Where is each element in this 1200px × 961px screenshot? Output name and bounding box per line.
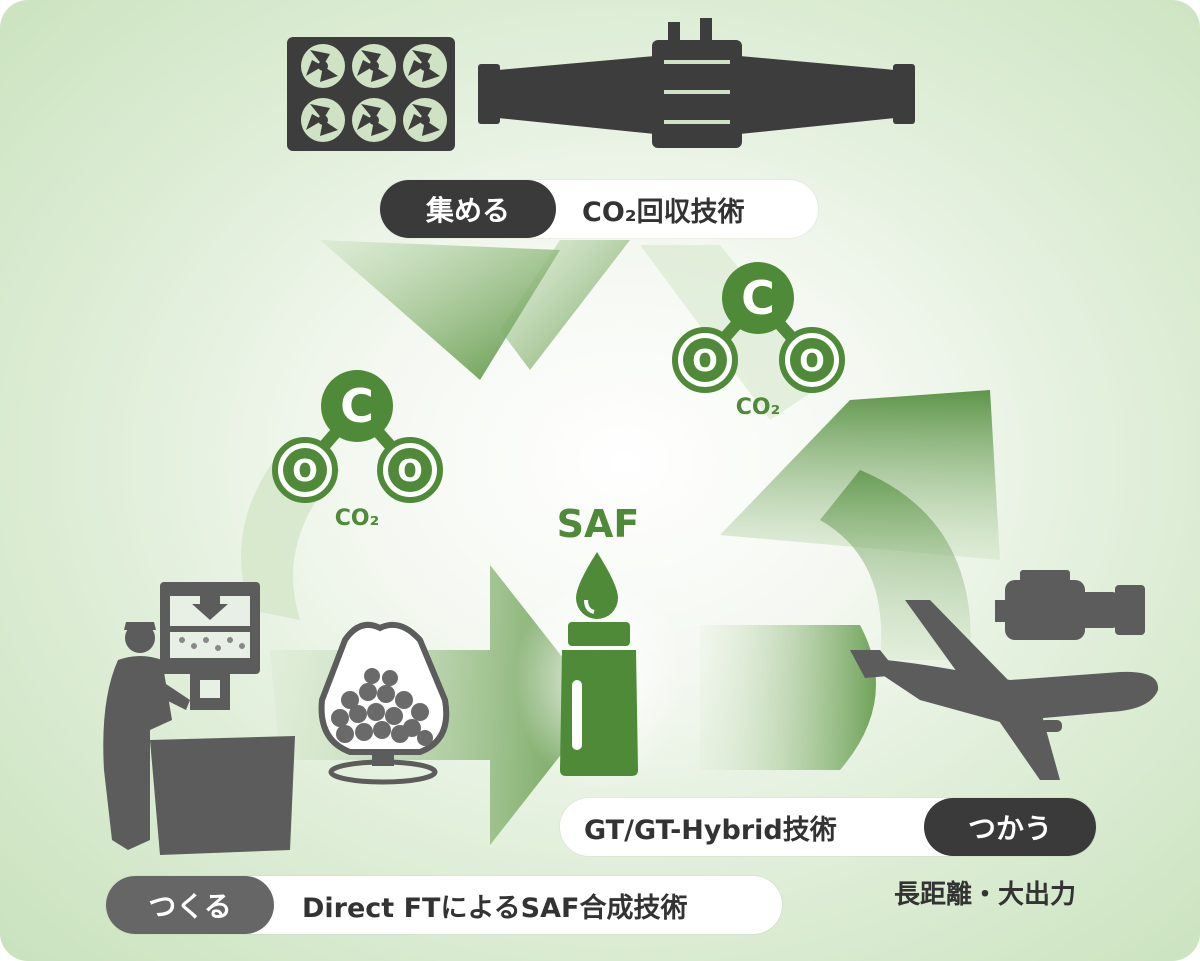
use-pill: GT/GT-Hybrid技術 つかう (560, 798, 1096, 856)
co2-left-carbon-label: C (340, 379, 374, 433)
co2-left-oxygen-right-label: O (397, 454, 423, 489)
co2-right-label: CO₂ (736, 395, 780, 420)
worker-machine-icon (103, 582, 295, 855)
use-note: 長距離・大出力 (894, 880, 1077, 910)
saf-label: SAF (557, 502, 640, 546)
make-tag: つくる (106, 876, 274, 934)
saf-bottle-icon: SAF (557, 502, 640, 776)
collect-tag: 集める (380, 180, 556, 238)
co2-right-oxygen-right-label: O (799, 344, 825, 379)
co2-molecule-right: C O O CO₂ (672, 262, 845, 420)
catalyst-reactor-icon (318, 622, 450, 785)
use-tag: つかう (924, 798, 1096, 856)
co2-left-label: CO₂ (335, 506, 379, 531)
cycle-arrow-collect-to-make (241, 240, 630, 620)
co2-molecule-left: C O O CO₂ (272, 370, 443, 531)
use-text: GT/GT-Hybrid技術 (584, 814, 837, 846)
co2-right-carbon-label: C (741, 271, 775, 325)
airplane-icon (850, 600, 1159, 780)
cycle-arrow-use-to-collect (640, 245, 1000, 660)
make-pill: つくる Direct FTによるSAF合成技術 (106, 876, 782, 934)
co2-capture-machine-icon (287, 18, 915, 151)
gas-turbine-engine-icon (995, 570, 1145, 640)
make-text: Direct FTによるSAF合成技術 (302, 892, 688, 924)
collect-text: CO₂回収技術 (582, 196, 745, 228)
co2-right-oxygen-left-label: O (692, 344, 718, 379)
collect-pill: 集める CO₂回収技術 (380, 180, 818, 238)
co2-left-oxygen-left-label: O (292, 454, 318, 489)
